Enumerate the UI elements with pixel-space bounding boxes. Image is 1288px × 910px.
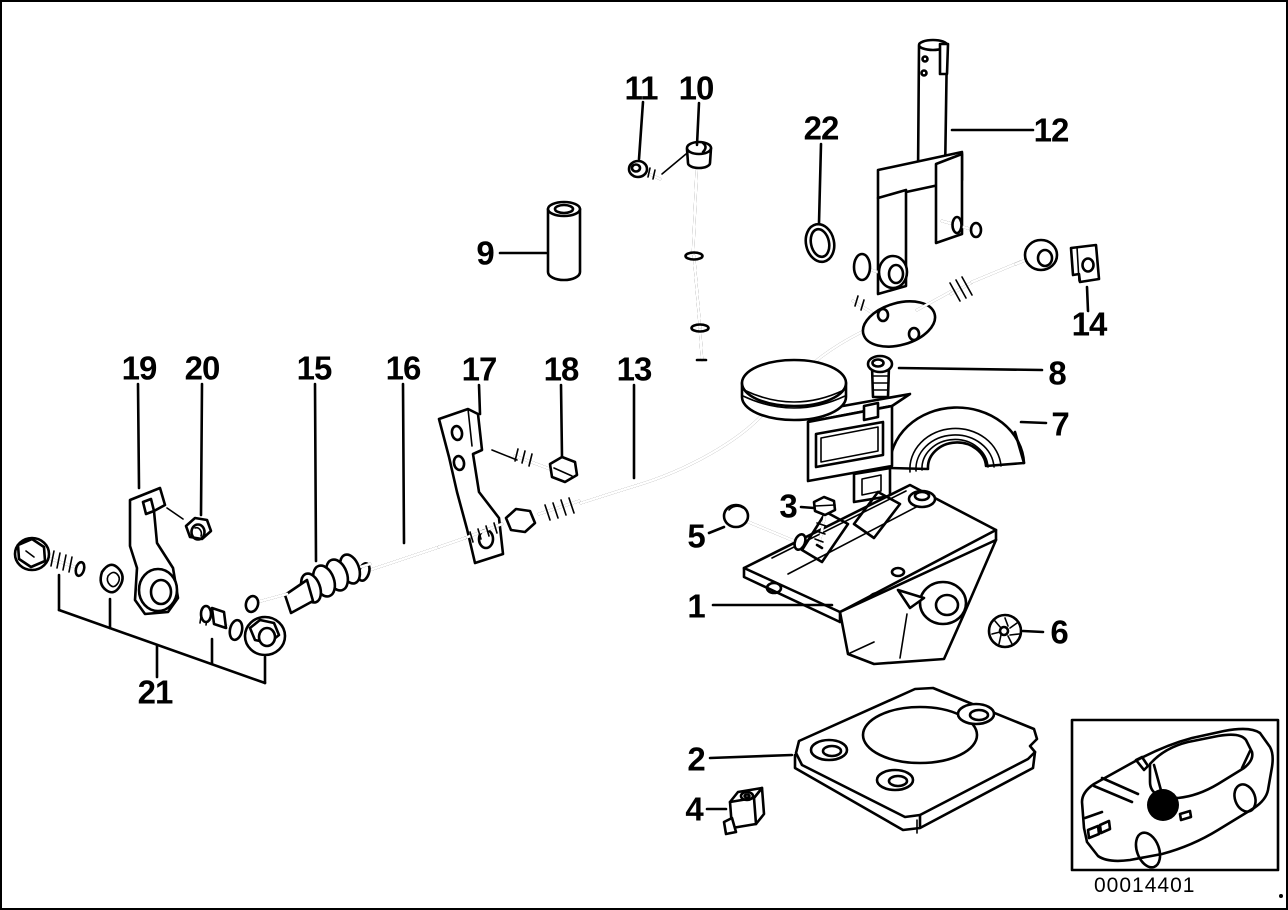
part-label-14[interactable]: 14 [1071, 305, 1108, 343]
period-dot [1279, 894, 1283, 898]
part-label-7[interactable]: 7 [1051, 405, 1069, 443]
part-17-drawing [437, 407, 518, 565]
leader-line-10 [695, 101, 701, 147]
part-label-18[interactable]: 18 [543, 350, 580, 388]
leader-line-11 [637, 100, 645, 161]
part-4-drawing [722, 786, 766, 836]
part-13-drawing [357, 404, 772, 582]
part-label-13[interactable]: 13 [616, 350, 653, 388]
part-20-drawing [184, 516, 213, 541]
part-label-1[interactable]: 1 [687, 587, 705, 625]
part-label-15[interactable]: 15 [296, 349, 333, 387]
leader-line-3 [799, 505, 816, 510]
leader-line-7 [1019, 420, 1048, 425]
part-12-drawing [852, 38, 983, 296]
part-label-12[interactable]: 12 [1033, 111, 1070, 149]
part-18-drawing [513, 448, 579, 484]
part-label-3[interactable]: 3 [779, 487, 797, 525]
part-15-drawing [244, 553, 372, 615]
leader-line-22 [817, 142, 823, 225]
part-5-drawing [722, 503, 807, 552]
part-label-17[interactable]: 17 [461, 350, 498, 388]
part-label-22[interactable]: 22 [803, 109, 840, 147]
part-8-drawing [866, 354, 894, 399]
part-label-8[interactable]: 8 [1048, 354, 1066, 392]
part-label-10[interactable]: 10 [678, 69, 715, 107]
leader-line-18 [559, 383, 564, 459]
leader-line-6 [1021, 629, 1045, 634]
leader-line-2 [708, 753, 794, 760]
leader-line-14 [1085, 285, 1090, 313]
part-7-drawing [806, 392, 1026, 504]
part-label-6[interactable]: 6 [1050, 613, 1068, 651]
part-21-drawing [13, 536, 287, 657]
part-label-4[interactable]: 4 [685, 790, 703, 828]
part-10-drawing [684, 140, 713, 362]
diagram-code: 00014401 [1094, 874, 1196, 897]
part-19-drawing [128, 486, 184, 616]
leader-line-16 [401, 382, 406, 545]
leader-line-8 [897, 366, 1044, 372]
part-label-21[interactable]: 21 [137, 673, 174, 711]
part-3-drawing [812, 495, 837, 550]
part-1-drawing [742, 483, 998, 666]
part-11-drawing [627, 153, 687, 181]
location-dot [1147, 789, 1179, 821]
car-location-inset [1070, 718, 1280, 872]
part-label-9[interactable]: 9 [476, 234, 494, 272]
part-label-19[interactable]: 19 [121, 349, 158, 387]
leader-line-20 [199, 382, 204, 517]
leader-line-5 [707, 525, 726, 535]
part-label-20[interactable]: 20 [184, 349, 221, 387]
part-9-drawing [546, 200, 582, 282]
leader-line-17 [477, 383, 482, 416]
part-label-5[interactable]: 5 [687, 517, 705, 555]
part-label-11[interactable]: 11 [624, 69, 659, 107]
leader-lines [57, 100, 1090, 811]
part-label-2[interactable]: 2 [687, 740, 705, 778]
selector-linkage-drawing [797, 238, 1059, 378]
part-22-drawing [804, 222, 836, 264]
part-2-drawing [793, 686, 1039, 834]
lever-disc-drawing [740, 358, 848, 422]
part-14-drawing [1069, 243, 1101, 284]
leader-line-21 [57, 608, 267, 685]
leader-line-19 [136, 382, 141, 490]
part-6-drawing [987, 613, 1023, 649]
leader-line-15 [313, 382, 318, 563]
part-label-16[interactable]: 16 [385, 349, 422, 387]
inset-border [1070, 718, 1280, 872]
